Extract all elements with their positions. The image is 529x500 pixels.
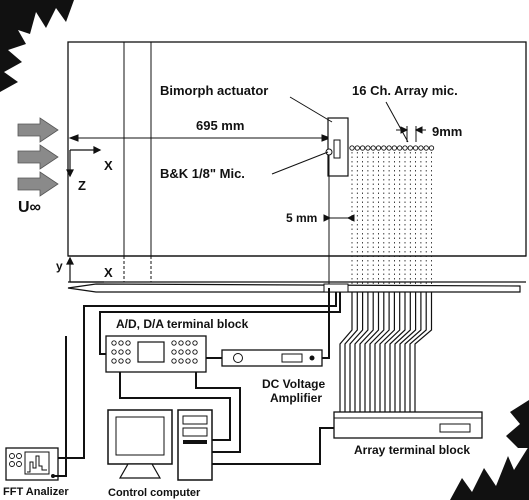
array-mic-element: [349, 145, 355, 151]
fft-knobs: [9, 453, 22, 467]
dimension-695mm: [68, 134, 332, 142]
array-terminal-label: Array terminal block: [354, 443, 470, 457]
array-mic-element: [386, 145, 392, 151]
wire-actuator-to-adda: [58, 292, 337, 459]
array-cable: [339, 292, 353, 412]
array-mic-element: [359, 145, 366, 151]
array-cable: [344, 292, 358, 412]
corner-sawtooth-bottom-right: [450, 446, 529, 500]
array-cable: [414, 292, 433, 412]
array-mic-element: [391, 145, 398, 151]
array-cable: [389, 292, 406, 412]
actuator-element: [333, 139, 341, 159]
array-mic-element: [354, 145, 360, 151]
adda-knobs-right: [171, 340, 198, 364]
array-cable-bundle: [339, 292, 433, 412]
axis-x-side-label: X: [104, 265, 113, 280]
axis-x-label: X: [104, 158, 113, 173]
computer-drive-2: [182, 427, 208, 437]
array-cable: [404, 292, 422, 412]
array-cable: [399, 292, 417, 412]
wire-adda-to-computer-2: [195, 372, 241, 453]
wire-adda-to-computer-1: [119, 372, 231, 441]
distance-695mm-label: 695 mm: [196, 118, 244, 133]
axis-z-label: Z: [78, 178, 86, 193]
array-mic-element: [428, 145, 435, 151]
array-cable: [354, 292, 369, 412]
array-mic-element: [423, 145, 429, 151]
corner-sawtooth-right-edge: [506, 400, 529, 448]
bk-mic-label: B&K 1/8" Mic.: [160, 166, 245, 181]
wire-terminal-to-computer: [212, 427, 334, 465]
computer-drive-1: [182, 415, 208, 425]
array-cable: [349, 292, 364, 412]
plate-actuator-mount: [323, 283, 349, 293]
array-mic-element: [402, 145, 408, 151]
freestream-label: U∞: [18, 199, 41, 216]
corner-sawtooth-top-left: [0, 0, 74, 92]
amp-knob: [233, 353, 243, 363]
bk-mic-leader-line: [271, 151, 329, 175]
array-terminal-block: [333, 411, 483, 439]
array-mic-element: [412, 145, 419, 151]
array-mic-grid: [349, 145, 435, 288]
array-mic-element: [397, 145, 403, 151]
array-cable: [359, 292, 374, 412]
array-cable: [394, 292, 411, 412]
flat-plate: [67, 283, 521, 293]
array-mic-element: [365, 145, 371, 151]
side-view-axes: [66, 256, 104, 283]
fft-screen: [24, 451, 50, 475]
array-cable: [384, 292, 401, 412]
axis-y-label: y: [56, 259, 63, 273]
array-mic-element: [418, 145, 424, 151]
dc-amplifier-label-line1: DC Voltage: [262, 377, 325, 391]
wire-mic-to-amp: [322, 288, 330, 359]
gap-5mm-label: 5 mm: [286, 211, 317, 225]
fft-label: FFT Analizer: [3, 486, 69, 498]
flow-arrows: [17, 117, 59, 197]
array-mic-label: 16 Ch. Array mic.: [352, 83, 458, 98]
dimension-5mm: [323, 214, 355, 222]
computer-monitor-screen: [115, 416, 165, 456]
array-cable: [369, 292, 385, 412]
dimension-9mm: [396, 126, 426, 134]
top-view-axes: [66, 146, 102, 178]
amp-display: [281, 353, 303, 363]
array-mic-element: [375, 145, 382, 151]
fft-spectrum: [27, 455, 47, 473]
array-cable: [409, 292, 427, 412]
adda-knobs-left: [111, 340, 131, 364]
computer-monitor-stand: [118, 463, 162, 479]
array-mic-leader-line: [385, 101, 409, 143]
array-mic-element: [381, 145, 387, 151]
control-computer-label: Control computer: [108, 487, 201, 499]
array-mic-element: [407, 145, 413, 151]
computer-slot: [183, 440, 207, 444]
array-cable: [374, 292, 390, 412]
wire-fft-to-mic: [53, 336, 67, 477]
adda-screen: [137, 341, 165, 363]
array-terminal-display: [439, 423, 471, 433]
wire-plate-to-adda: [99, 292, 341, 355]
array-pitch-label: 9mm: [432, 124, 462, 139]
adda-label: A/D, D/A terminal block: [116, 317, 249, 331]
array-mic-element: [370, 145, 376, 151]
array-cable: [364, 292, 380, 412]
bimorph-leader-line: [289, 96, 333, 123]
amp-output-jack: [309, 355, 315, 361]
array-cable: [379, 292, 395, 412]
dc-amplifier-label-line2: Amplifier: [270, 391, 322, 405]
bimorph-actuator-label: Bimorph actuator: [160, 83, 268, 98]
wiring: [53, 288, 341, 477]
